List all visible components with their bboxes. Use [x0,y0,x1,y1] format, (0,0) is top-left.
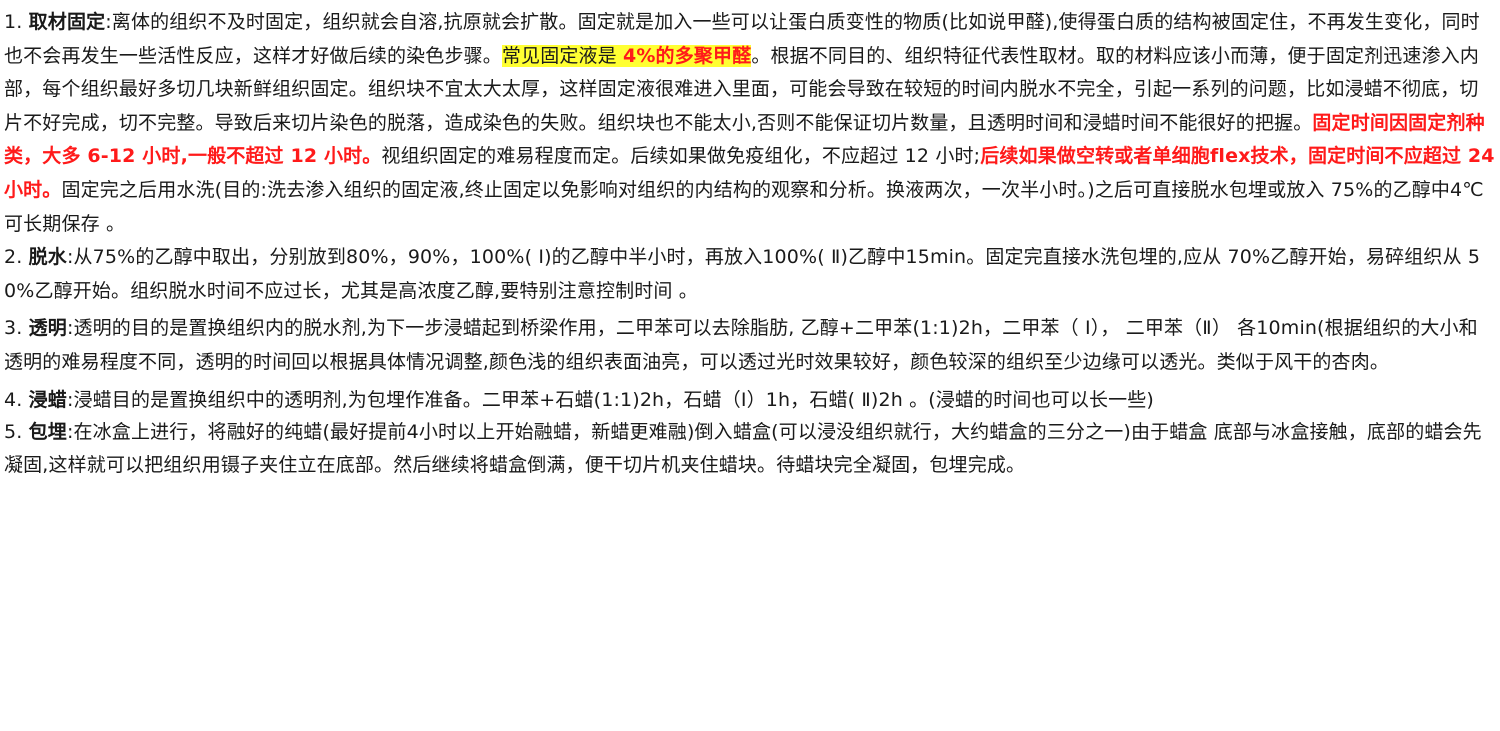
paragraph-text: 。根据不同目的、组织特征代表性取材。取的材料应该小而薄，便于固定剂迅速渗入内部，… [4,44,1480,134]
item-number: 4. [4,388,23,411]
paragraph-text: :从75%的乙醇中取出，分别放到80%，90%，100%( Ⅰ)的乙醇中半小时，… [4,246,1481,302]
paragraph-text: :离体的组织不及时固定，组织就会自溶,抗原就会扩散。固定就是加入一些可以让蛋白质… [4,11,1480,67]
item-heading: 透明 [28,317,67,340]
item-heading: 包埋 [28,420,67,443]
paragraph-text: :透明的目的是置换组织内的脱水剂,为下一步浸蜡起到桥梁作用，二甲苯可以去除脂肪,… [4,317,1478,373]
item-heading: 脱水 [28,246,67,269]
item-heading: 浸蜡 [28,388,67,411]
highlighted-text: 常见固定液是 [501,44,623,67]
paragraph-text: 固定完之后用水洗(目的:洗去渗入组织的固定液,终止固定以免影响对组织的内结构的观… [4,178,1484,235]
item-number: 1. [4,11,23,33]
item-heading: 取材固定 [28,11,106,33]
paragraph-2-dehydration: 2. 脱水:从75%的乙醇中取出，分别放到80%，90%，100%( Ⅰ)的乙醇… [4,241,1496,308]
item-number: 2. [4,246,23,269]
item-number: 3. [4,317,23,340]
paragraph-text: :在冰盒上进行，将融好的纯蜡(最好提前4小时以上开始融蜡，新蜡更难融)倒入蜡盒(… [4,420,1482,477]
paragraph-3-clearing: 3. 透明:透明的目的是置换组织内的脱水剂,为下一步浸蜡起到桥梁作用，二甲苯可以… [4,312,1496,379]
item-number: 5. [4,420,23,443]
red-emphasis: 后续如果做空转或者单细胞flex技术，固定时间不应超过 24 小时。 [4,145,1495,201]
highlighted-emphasis: 4%的多聚甲醛 [623,44,752,67]
paragraph-1-fixation: 1. 取材固定:离体的组织不及时固定，组织就会自溶,抗原就会扩散。固定就是加入一… [4,6,1496,241]
paragraph-text: :浸蜡目的是置换组织中的透明剂,为包埋作准备。二甲苯+石蜡(1:1)2h，石蜡（… [66,388,1154,411]
red-emphasis: 固定时间因固定剂种类，大多 6-12 小时,一般不超过 12 小时。 [4,111,1485,168]
paragraph-text: 视组织固定的难易程度而定。后续如果做免疫组化，不应超过 12 小时; [381,145,981,168]
paragraph-5-embedding: 5. 包埋:在冰盒上进行，将融好的纯蜡(最好提前4小时以上开始融蜡，新蜡更难融)… [4,416,1496,483]
paragraph-4-wax-infiltration: 4. 浸蜡:浸蜡目的是置换组织中的透明剂,为包埋作准备。二甲苯+石蜡(1:1)2… [4,384,1496,416]
